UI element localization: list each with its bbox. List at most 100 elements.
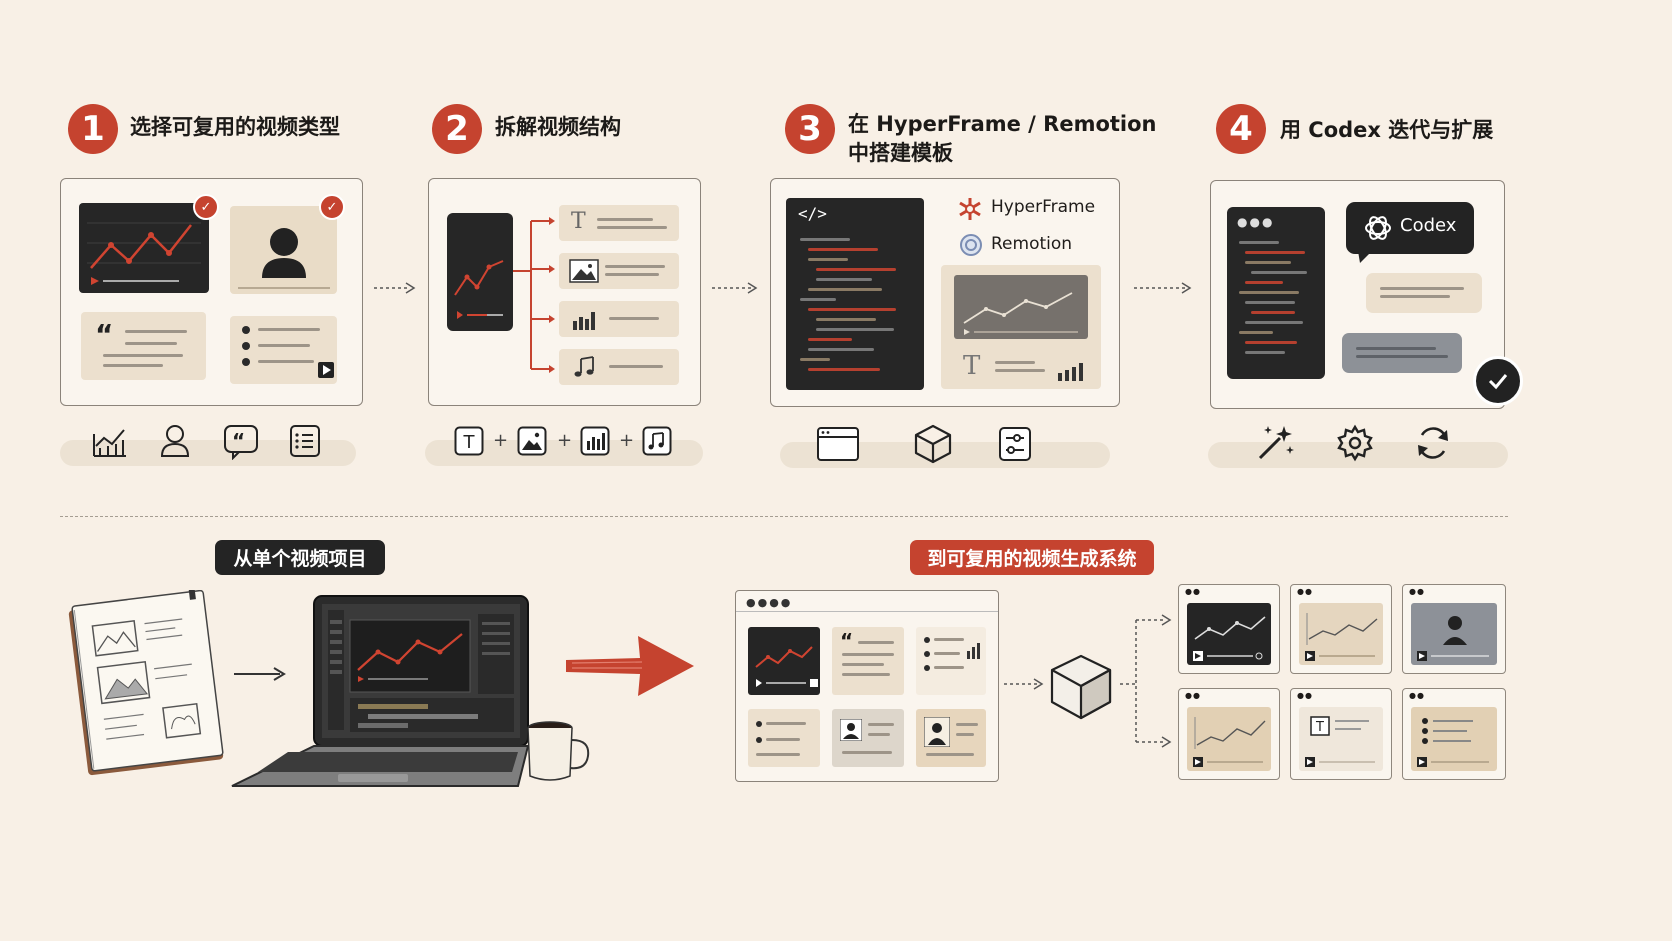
- bar-chart-icon: [1058, 363, 1083, 381]
- code-editor: </>: [786, 198, 924, 390]
- image-icon: [569, 259, 599, 283]
- line-chart-icon: [93, 429, 126, 457]
- output-video-6: ●●: [1402, 688, 1506, 780]
- line-chart-icon: [454, 260, 504, 319]
- svg-text:T: T: [1315, 720, 1324, 735]
- icon-shelf: [60, 440, 356, 466]
- laptop-illustration: [231, 595, 530, 787]
- browser-window-icon: [817, 427, 859, 461]
- panel-template-build: </> HyperFrame Remotion T: [770, 178, 1120, 407]
- remotion-logo-icon: [960, 234, 982, 256]
- to-reusable-system-label: 到可复用的视频生成系统: [910, 540, 1154, 575]
- code-tag-icon: </>: [798, 204, 827, 223]
- panel-video-types: ✓ ✓ “: [60, 178, 363, 406]
- template-profile: [832, 709, 904, 767]
- chat-bubble-gray: [1342, 333, 1462, 373]
- sketchbook-illustration: [68, 590, 224, 776]
- openai-logo-icon: [1365, 216, 1391, 240]
- sliders-icon: [999, 427, 1031, 461]
- hyperframe-logo-icon: [959, 198, 981, 220]
- magic-wand-icon: [1258, 426, 1294, 460]
- panel-codex-iterate: ●●● Codex: [1210, 180, 1523, 409]
- template-quote: “: [832, 627, 904, 695]
- quote-card: “: [81, 312, 206, 380]
- template-chart-video: [748, 627, 820, 695]
- person-outline-icon: [160, 425, 190, 457]
- fork-connector: [1120, 614, 1172, 748]
- refresh-icon: [1418, 427, 1448, 459]
- coffee-mug-illustration: [527, 721, 590, 781]
- template-bullets: [748, 709, 820, 767]
- line-chart-icon: [87, 222, 201, 285]
- list-card: [230, 316, 337, 384]
- big-arrow-right-icon: [566, 636, 694, 696]
- image-icon: [517, 426, 547, 456]
- step-4-title: 用 Codex 迭代与扩展: [1280, 118, 1494, 142]
- window-dots-icon: ●●●: [1237, 215, 1275, 229]
- preview-chart: [954, 275, 1088, 339]
- text-icon: T: [963, 351, 981, 381]
- text-icon: T: [454, 426, 484, 456]
- arrow-right-icon: [1004, 678, 1044, 690]
- output-video-4: ●●: [1178, 688, 1280, 780]
- arrow-right-icon: [234, 667, 286, 681]
- output-video-5: ●● T: [1290, 688, 1392, 780]
- phone-video-mockup: [447, 213, 513, 331]
- output-video-1: ●●: [1178, 584, 1280, 674]
- arrow-right-icon: [1134, 282, 1192, 294]
- arrow-right-icon: [712, 282, 758, 294]
- plus-icon: +: [557, 430, 573, 451]
- svg-text:T: T: [463, 432, 476, 453]
- music-note-icon: [642, 426, 672, 456]
- image-layer-row: [559, 253, 679, 289]
- codex-label: Codex: [1400, 215, 1457, 236]
- output-video-2: ●●: [1290, 584, 1392, 674]
- step-1-number: 1: [68, 104, 118, 154]
- step-2-title: 拆解视频结构: [495, 115, 621, 139]
- step-3-title-line2: 中搭建模板: [848, 141, 953, 165]
- quote-mark-icon: “: [95, 318, 114, 351]
- person-icon: [238, 228, 330, 289]
- step-2-number: 2: [432, 104, 482, 154]
- step-3-number: 3: [785, 104, 835, 154]
- output-video-3: ●●: [1402, 584, 1506, 674]
- window-dots-icon: ●●●●: [746, 596, 793, 609]
- music-note-icon: [574, 356, 594, 377]
- text-icon: T: [571, 209, 586, 234]
- text-layer-row: T: [559, 205, 679, 241]
- svg-text:“: “: [232, 429, 245, 453]
- check-badge-icon: ✓: [193, 194, 219, 220]
- step-3-title: 在 HyperFrame / Remotion 中搭建模板: [848, 110, 1157, 168]
- bar-chart-icon: [573, 312, 595, 330]
- cube-icon: [914, 424, 952, 464]
- from-single-project-label: 从单个视频项目: [215, 540, 385, 575]
- bubble-tail: [1358, 251, 1372, 263]
- plus-icon: +: [619, 430, 635, 451]
- arrow-right-icon: [374, 282, 416, 294]
- step-4-number: 4: [1216, 104, 1266, 154]
- check-badge-icon: ✓: [319, 194, 345, 220]
- chart-video-thumbnail: [79, 203, 209, 293]
- list-icon: [290, 425, 320, 457]
- step-3-title-line1: 在 HyperFrame / Remotion: [848, 112, 1157, 136]
- check-circle-icon: [1473, 356, 1523, 406]
- step-1-title: 选择可复用的视频类型: [130, 115, 340, 139]
- plus-icon: +: [493, 430, 509, 451]
- bar-chart-icon: [580, 426, 610, 456]
- gear-icon: [1337, 424, 1373, 462]
- cube-icon: [1050, 654, 1112, 720]
- quote-bubble-icon: “: [224, 425, 258, 460]
- template-preview: T: [941, 265, 1101, 389]
- person-video-thumbnail: [230, 206, 337, 294]
- play-icon: [318, 362, 334, 378]
- chat-bubble-beige: [1366, 273, 1482, 313]
- code-editor: ●●●: [1227, 207, 1325, 379]
- codex-bubble: Codex: [1346, 202, 1474, 254]
- music-layer-row: [559, 349, 679, 385]
- panel-video-structure: T: [428, 178, 701, 406]
- hyperframe-label: HyperFrame: [991, 197, 1096, 217]
- template-list-chart: [916, 627, 986, 695]
- branch-connector: [513, 217, 555, 373]
- chart-layer-row: [559, 301, 679, 337]
- remotion-label: Remotion: [991, 234, 1073, 254]
